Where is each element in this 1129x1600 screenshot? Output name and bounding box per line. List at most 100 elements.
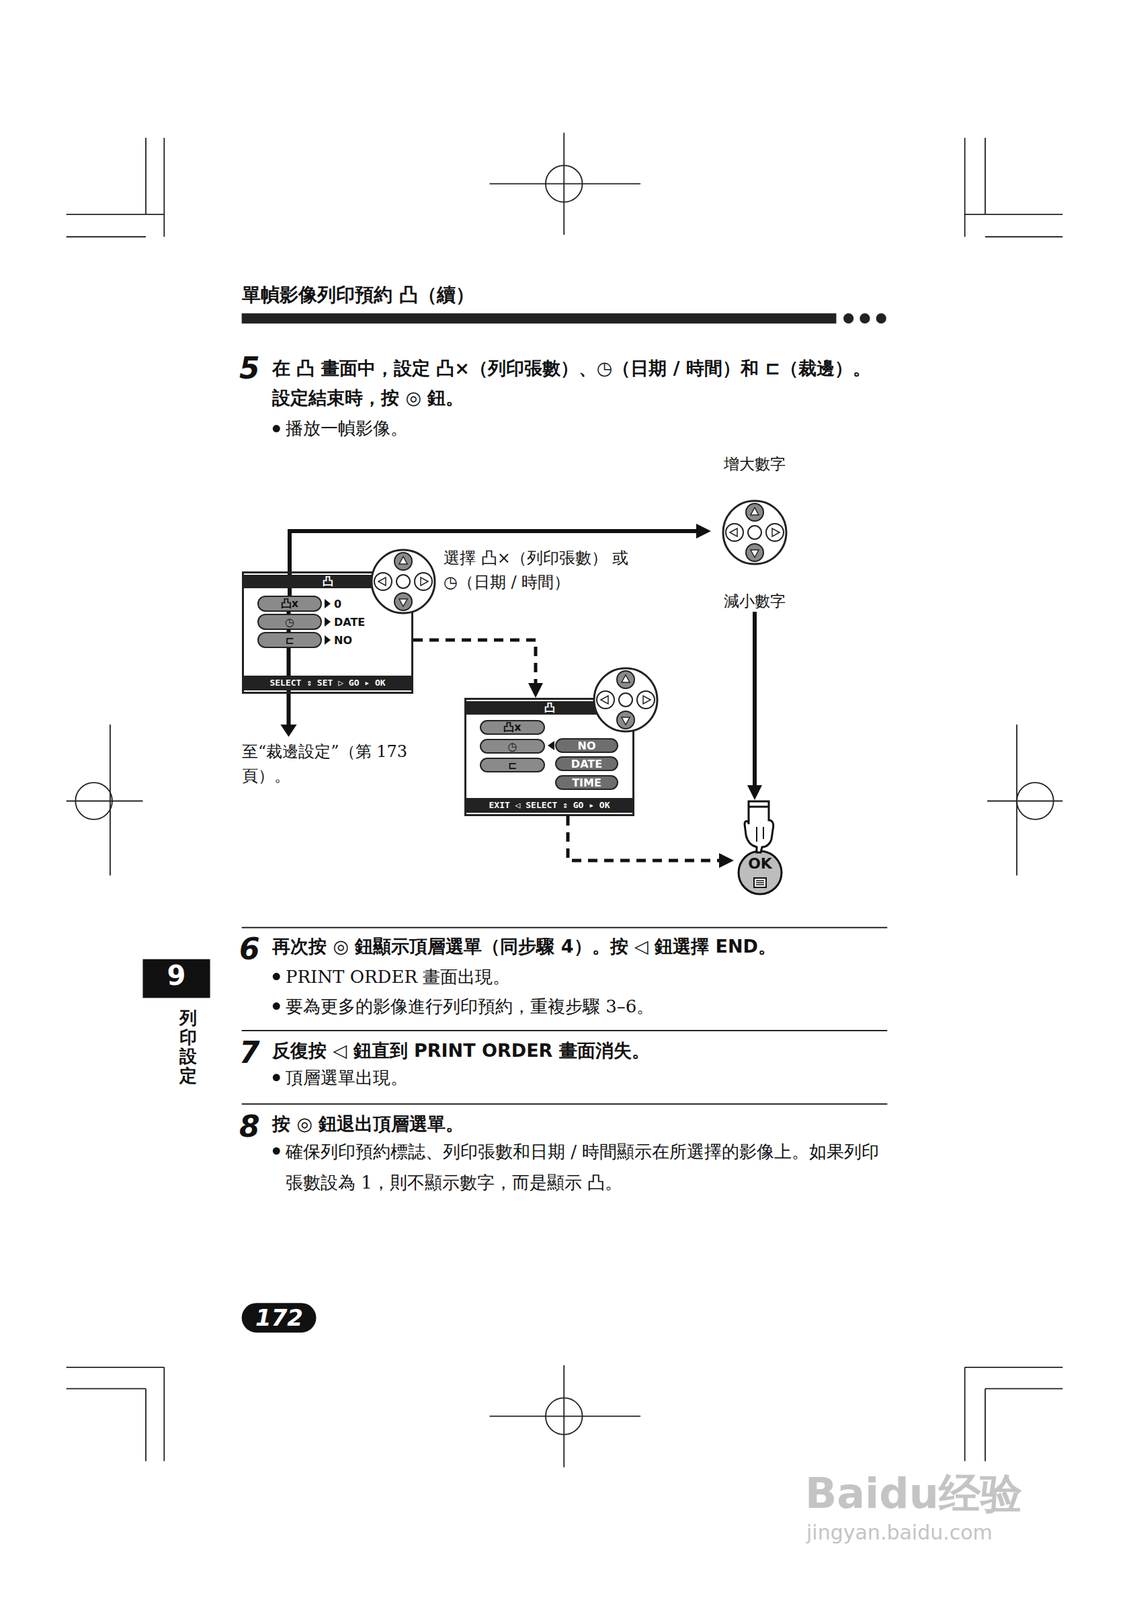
drawing-part	[621, 674, 630, 683]
drawing-part	[745, 503, 764, 521]
drawing-part	[163, 137, 165, 237]
pressing-hand	[733, 799, 787, 854]
drawing-part	[272, 1073, 281, 1081]
page-heading: 單幀影像列印預約 凸（續）	[241, 282, 475, 308]
drawing-part	[643, 695, 651, 704]
crop-marks	[66, 132, 1064, 1467]
drawing-part	[241, 1029, 888, 1031]
drawing-part	[747, 784, 763, 800]
step-number: 8	[239, 1108, 261, 1144]
drawing-part	[964, 1366, 966, 1461]
row-text: 凸x	[280, 596, 299, 611]
row-text: NO	[577, 739, 597, 752]
drawing-part	[241, 926, 888, 929]
pointer-triangle	[324, 598, 331, 609]
drawing-part	[66, 800, 144, 802]
row-text: ◷	[284, 615, 295, 629]
drawing-part	[744, 801, 774, 853]
drawing-part	[563, 1364, 565, 1468]
drawing-part	[272, 1001, 281, 1010]
arrow-pad	[369, 547, 437, 615]
drawing-part	[394, 552, 412, 570]
drawing-part	[618, 692, 633, 707]
watermark: jingyan.baidu.com	[806, 1520, 993, 1544]
page-number-oval	[241, 1302, 317, 1332]
drawing-part	[748, 805, 769, 808]
bullet-text: 頂層選單出現。	[285, 1065, 408, 1090]
drawing-part	[280, 724, 297, 737]
drawing-part	[374, 572, 392, 591]
drawing-part	[489, 182, 641, 185]
step-number: 6	[239, 931, 261, 966]
step-number: 5	[239, 350, 261, 386]
drawing-part	[66, 1387, 146, 1390]
ok-button: OK	[733, 799, 787, 896]
drawing-part	[965, 213, 1064, 216]
drawing-part	[637, 690, 655, 709]
drawing-part	[394, 592, 412, 611]
screen-footer: SELECT ⇕ SET ▷ GO ▸ OK	[243, 675, 412, 691]
hand-icon	[733, 799, 787, 854]
drawing-part	[241, 1102, 888, 1105]
callout-text: 減小數字	[711, 590, 799, 612]
drawing-part	[600, 695, 609, 704]
drawing-part	[594, 667, 658, 732]
arrow-pad	[592, 665, 660, 734]
menu-row: ⊏	[479, 757, 546, 773]
drawing-part	[272, 1147, 281, 1155]
drawing-part	[756, 883, 765, 886]
drawing-part	[756, 881, 765, 884]
drawing-part	[616, 711, 635, 729]
row-text: 凸x	[503, 720, 521, 735]
bullet-text: 要為更多的影像進行列印預約，重複步驟 3–6。	[285, 994, 654, 1019]
drawing-part	[719, 852, 734, 868]
row-value: DATE	[333, 615, 365, 629]
menu-row: 凸x	[479, 719, 546, 735]
option-button: NO	[555, 737, 619, 753]
option-button: DATE	[555, 756, 619, 771]
drawing-part	[399, 598, 408, 607]
pointer-triangle	[547, 740, 555, 750]
drawing-part	[399, 556, 408, 564]
row-text: DATE	[571, 757, 603, 771]
drawing-part	[985, 235, 1063, 238]
arrow-pad	[721, 498, 789, 566]
row-value: 0	[333, 597, 342, 611]
drawing-part	[859, 313, 870, 324]
drawing-part	[420, 577, 429, 586]
drawing-part	[272, 972, 281, 980]
drawing-part	[752, 611, 757, 789]
row-value: NO	[333, 633, 353, 647]
drawing-part	[413, 639, 536, 687]
drawing-part	[876, 313, 887, 324]
drawing-part	[696, 523, 712, 539]
bullet-text: PRINT ORDER 畫面出現。	[285, 965, 511, 989]
drawing-part	[729, 528, 738, 537]
header-bar	[241, 313, 837, 324]
drawing-part	[371, 549, 435, 613]
drawing-part	[163, 1366, 165, 1461]
menu-row: 凸x0	[257, 595, 322, 612]
menu-row: ⊏NO	[257, 631, 322, 648]
drawing-part	[621, 717, 630, 725]
drawing-part	[596, 690, 615, 709]
pointer-triangle	[324, 635, 331, 645]
drawing-part	[528, 682, 543, 698]
drawing-part	[987, 800, 1063, 802]
flow-arrow	[747, 611, 763, 800]
drawing-part	[1016, 724, 1018, 876]
drawing-part	[109, 724, 111, 876]
flow-arrow	[567, 815, 734, 868]
step-text: 反復按 ◁ 鈕直到 PRINT ORDER 畫面消失。	[272, 1038, 888, 1063]
chapter-title: 列印設定	[179, 1008, 197, 1085]
menu-row: ◷DATE	[257, 613, 322, 630]
button-text: OK	[737, 854, 783, 872]
drawing-part	[616, 670, 635, 689]
bullet-text: 確保列印預約標誌、列印張數和日期 / 時間顯示在所選擇的影像上。如果列印張數設為…	[285, 1135, 888, 1198]
bullet-text: 播放一幀影像。	[285, 416, 408, 441]
drawing-part	[964, 137, 966, 237]
drawing-part	[756, 879, 765, 882]
step-text: 按 ◎ 鈕退出頂層選單。	[272, 1111, 888, 1136]
drawing-part	[567, 815, 724, 861]
arrow-pad	[721, 498, 789, 566]
